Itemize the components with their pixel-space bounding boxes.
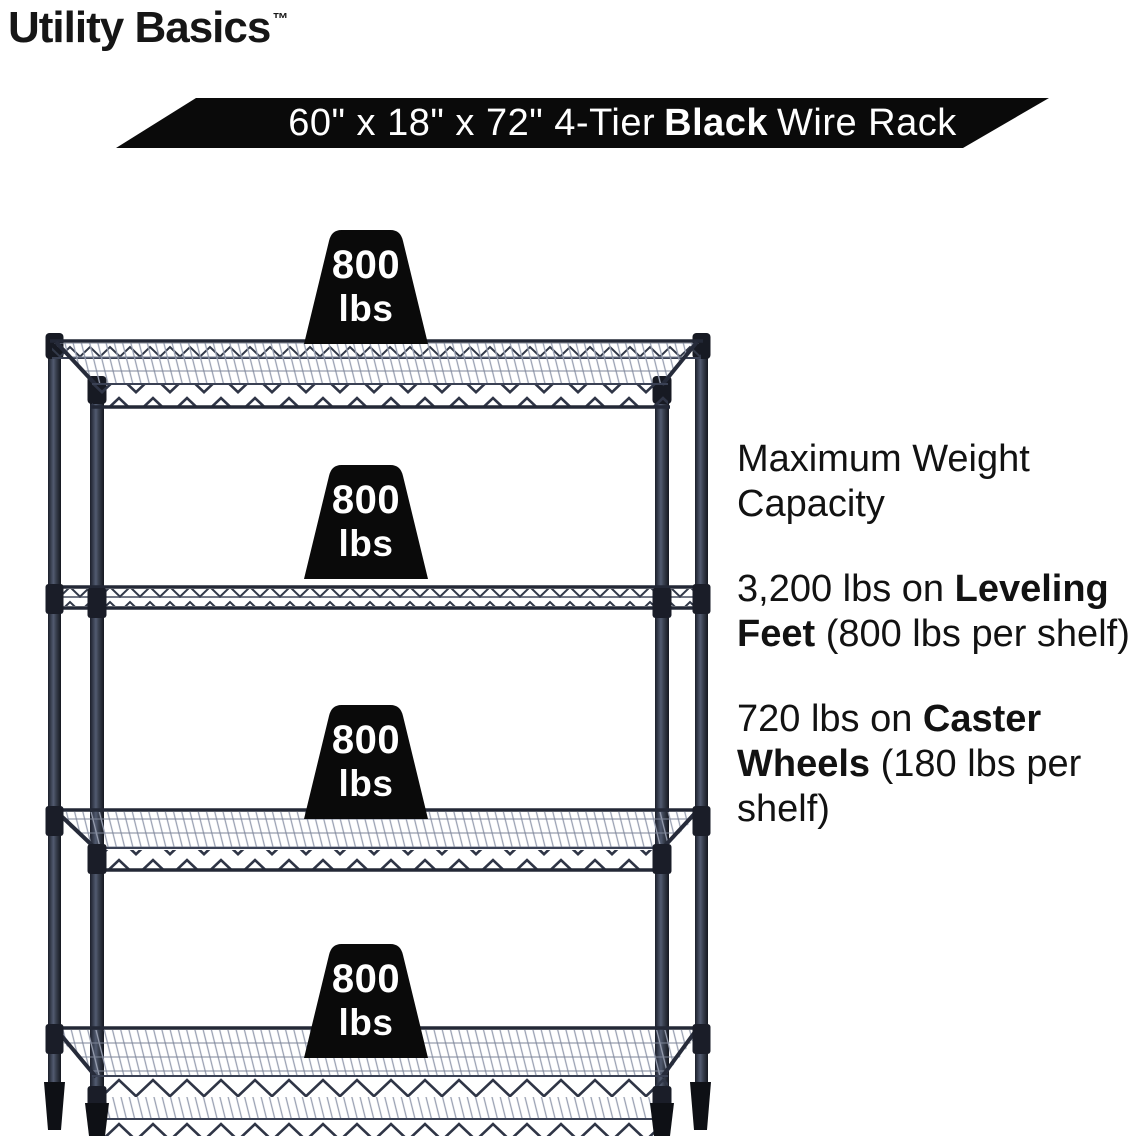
shelf-capacity-badge: 800 lbs (301, 942, 431, 1058)
capacity-title: Maximum Weight Capacity (737, 438, 1030, 525)
badge-weight-value: 800 (331, 718, 401, 762)
rack-shelf-2 (50, 585, 703, 610)
badge-weight-value: 800 (331, 243, 401, 287)
weight-trapezoid-icon (304, 230, 428, 344)
badge-weight-unit: lbs (338, 523, 394, 564)
banner-text-pre: 60" x 18" x 72" 4-Tier (288, 101, 656, 144)
shelf-capacity-badge: 800 lbs (301, 463, 431, 579)
rack-shelf-3 (50, 808, 703, 872)
caster-wheels-spec: 720 lbs on Caster Wheels (180 lbs per sh… (737, 698, 1082, 830)
badge-weight-unit: lbs (338, 1002, 394, 1043)
product-title-banner: 60" x 18" x 72" 4-Tier Black Wire Rack (116, 98, 1049, 148)
shelf-capacity-badge: 800 lbs (301, 703, 431, 819)
weight-trapezoid-icon (304, 465, 428, 579)
rack-posts (45, 333, 711, 1136)
shelf-capacity-badge: 800 lbs (301, 228, 431, 344)
weight-trapezoid-icon (304, 944, 428, 1058)
capacity-info: Maximum Weight Capacity 3,200 lbs on Lev… (737, 437, 1133, 872)
badge-weight-unit: lbs (338, 763, 394, 804)
brand-name: Utility Basics (8, 3, 271, 52)
badge-weight-value: 800 (331, 478, 401, 522)
banner-text-emphasis: Black (664, 101, 769, 144)
leveling-feet-spec: 3,200 lbs on Leveling Feet (800 lbs per … (737, 568, 1130, 655)
badge-weight-value: 800 (331, 957, 401, 1001)
leveling-foot (44, 1082, 65, 1130)
leveling-foot (690, 1082, 711, 1130)
rack-shelf-1 (50, 339, 703, 409)
badge-weight-unit: lbs (338, 288, 394, 329)
leveling-foot (85, 1103, 109, 1136)
banner-text-post: Wire Rack (777, 101, 957, 144)
trademark-symbol: ™ (272, 11, 289, 28)
leveling-feet (44, 1082, 711, 1136)
weight-trapezoid-icon (304, 705, 428, 819)
leveling-foot (650, 1103, 674, 1136)
